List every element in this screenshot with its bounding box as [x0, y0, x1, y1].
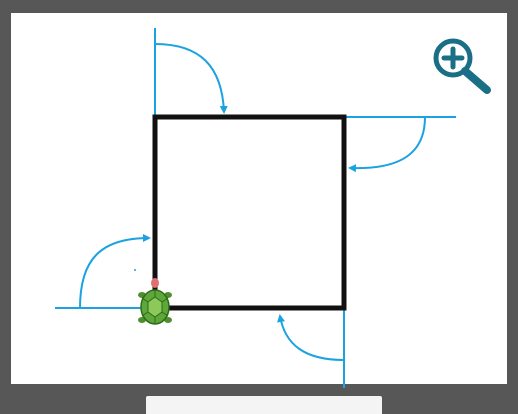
guide-lines: [55, 28, 456, 388]
angle-arc-top-right: [350, 117, 425, 168]
zoom-in-icon: [430, 35, 496, 95]
angle-arc-bottom-right: [280, 316, 344, 360]
zoom-in-button[interactable]: [430, 35, 496, 95]
turtle-icon: [138, 278, 172, 324]
bottom-tab[interactable]: [146, 396, 382, 414]
traced-square: [155, 117, 344, 308]
angle-arcs: [80, 44, 425, 360]
angle-arc-top-left: [155, 44, 224, 112]
angle-arc-bottom-left: [80, 238, 149, 308]
stray-dot: [134, 269, 136, 271]
